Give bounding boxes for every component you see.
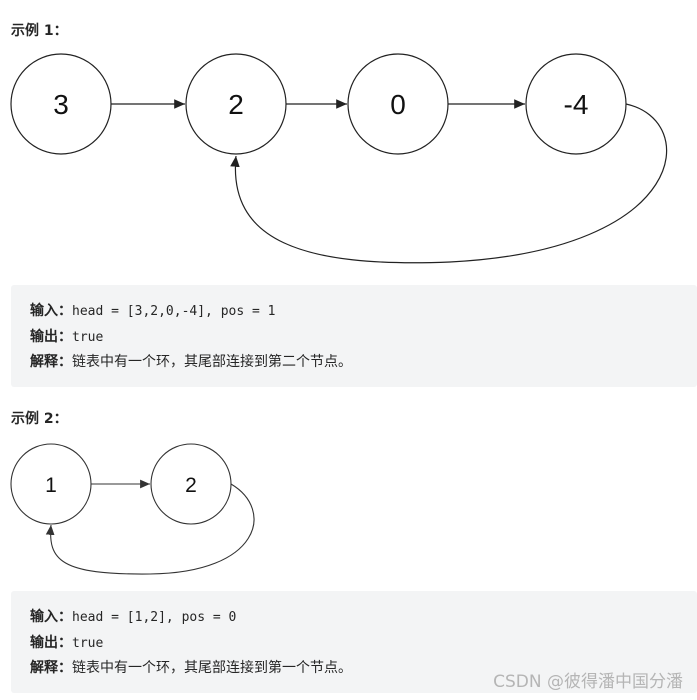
- input-value: head = [1,2], pos = 0: [72, 610, 237, 625]
- node-label: 3: [53, 89, 69, 120]
- output-value: true: [72, 636, 104, 651]
- node-label: 2: [185, 474, 197, 497]
- explain-label: 解释：: [30, 354, 72, 370]
- node-label: -4: [564, 89, 589, 120]
- example2-box: 输入：head = [1,2], pos = 0 输出：true 解释：链表中有…: [11, 591, 697, 693]
- output-label: 输出：: [30, 329, 72, 345]
- example1-box: 输入：head = [3,2,0,-4], pos = 1 输出：true 解释…: [11, 285, 697, 387]
- input-value: head = [3,2,0,-4], pos = 1: [72, 304, 276, 319]
- explain-value: 链表中有一个环，其尾部连接到第一个节点。: [72, 660, 352, 676]
- input-label: 输入：: [30, 303, 72, 319]
- explain-label: 解释：: [30, 660, 72, 676]
- node-label: 2: [228, 89, 244, 120]
- cycle-arrow: [230, 103, 668, 264]
- node-label: 1: [45, 474, 57, 497]
- example1-diagram: 3 2 0 -4: [10, 53, 668, 264]
- output-label: 输出：: [30, 635, 72, 651]
- explain-value: 链表中有一个环，其尾部连接到第二个节点。: [72, 354, 352, 370]
- watermark: CSDN @彼得潘中国分潘: [493, 672, 683, 692]
- output-value: true: [72, 330, 104, 345]
- example2-diagram: 1 2: [10, 443, 255, 575]
- input-label: 输入：: [30, 609, 72, 625]
- cycle-arrow: [45, 483, 255, 575]
- example2-title: 示例 2：: [11, 411, 68, 427]
- node-label: 0: [390, 89, 406, 120]
- example1-title: 示例 1：: [11, 23, 68, 39]
